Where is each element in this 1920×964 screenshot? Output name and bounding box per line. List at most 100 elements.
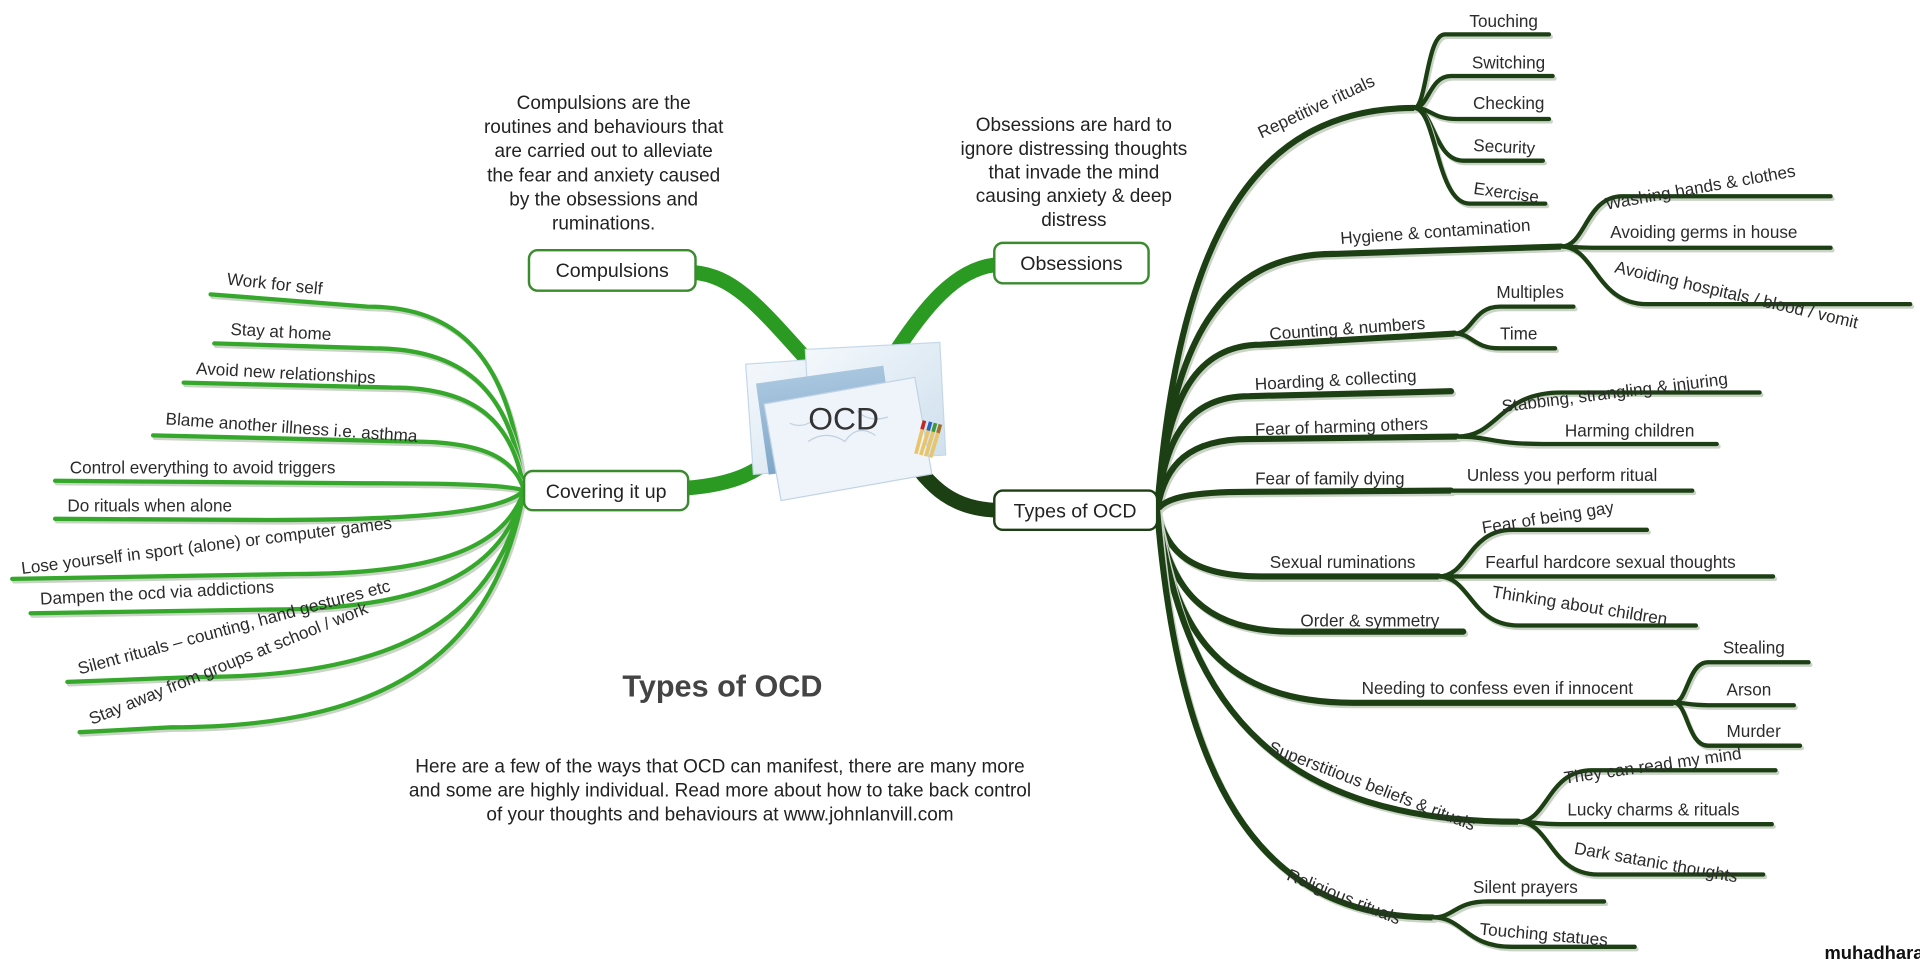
branch-line [1516, 768, 1778, 824]
subtype-avoiding-hospitals-blood-vomit[interactable]: Avoiding hospitals / blood / vomit [1559, 244, 1915, 333]
branch-shadow [1456, 436, 1721, 449]
branch-label: Hygiene & contamination [1340, 215, 1531, 248]
central-topic[interactable]: OCD [745, 341, 947, 502]
subtype-touching-statues[interactable]: Touching statues [1430, 915, 1639, 952]
covering-it-up-topic[interactable]: Covering it up [522, 469, 690, 512]
compulsions-description-line: routines and behaviours that [484, 117, 724, 138]
obsessions-description-line: distress [1041, 210, 1106, 231]
subtype-exercise[interactable]: Exercise [1412, 105, 1550, 209]
subtype-checking[interactable]: Checking [1412, 93, 1553, 124]
footer-text-line: and some are highly individual. Read mor… [409, 781, 1031, 802]
type-fear-of-family-dying[interactable]: Fear of family dying [1154, 468, 1456, 516]
branch-line [1154, 507, 1436, 921]
subtype-avoiding-germs-in-house[interactable]: Avoiding germs in house [1559, 222, 1835, 253]
covering-it-up-label: Covering it up [546, 481, 667, 503]
branch-line [1436, 574, 1699, 628]
branch-line [1516, 819, 1774, 827]
subtype-thinking-about-children[interactable]: Thinking about children [1436, 574, 1700, 631]
branch-label: Stay at home [230, 319, 332, 344]
branch-label: Thinking about children [1491, 581, 1669, 629]
branch-line [1516, 819, 1766, 877]
footer-text-line: of your thoughts and behaviours at www.j… [486, 804, 953, 825]
branch-line [1154, 388, 1455, 514]
branch-label: Time [1500, 324, 1537, 344]
branch-label: Superstitious beliefs & rituals [1266, 737, 1478, 835]
subtype-stealing[interactable]: Stealing [1671, 638, 1813, 708]
type-religious-rituals[interactable]: Religious rituals [1154, 507, 1438, 929]
branch-shadow [54, 490, 529, 525]
branch-label: Dark satanic thoughts [1573, 838, 1740, 887]
type-sexual-ruminations[interactable]: Sexual ruminations [1154, 507, 1444, 582]
branch-label: Security [1473, 135, 1536, 158]
branch-line [150, 433, 527, 493]
obsessions-description-line: ignore distressing thoughts [961, 139, 1188, 160]
branch-label: Silent prayers [1473, 877, 1578, 897]
subtype-harming-children[interactable]: Harming children [1455, 421, 1721, 449]
folder-mindmap-icon [745, 341, 947, 502]
obsessions-label: Obsessions [1020, 253, 1122, 275]
footer-heading: Types of OCD [622, 670, 822, 704]
branch-label: Needing to confess even if innocent [1362, 678, 1634, 698]
branch-label: Lucky charms & rituals [1567, 800, 1739, 820]
branch-label: Washing hands & clothes [1604, 160, 1797, 213]
subtype-unless-you-perform-ritual[interactable]: Unless you perform ritual [1448, 465, 1697, 496]
branch-label: Religious rituals [1284, 865, 1404, 929]
branch-line [52, 478, 527, 493]
subtype-time[interactable]: Time [1452, 324, 1560, 353]
covering-control-everything-to-avoid-triggers[interactable]: Control everything to avoid triggers [52, 457, 529, 496]
branch-line [1154, 433, 1461, 514]
compulsions-description-line: the fear and anxiety caused [487, 165, 720, 186]
branch-label: Control everything to avoid triggers [70, 457, 336, 477]
branch-line [1671, 700, 1797, 708]
branch-label: They can read my mind [1563, 743, 1743, 788]
compulsions-description-line: Compulsions are the [517, 93, 691, 114]
type-fear-of-harming-others[interactable]: Fear of harming others [1154, 413, 1463, 516]
branch-label: Arson [1727, 679, 1772, 699]
branch-line [1455, 390, 1762, 439]
branch-line [1452, 331, 1558, 351]
branch-label: Avoiding hospitals / blood / vomit [1613, 257, 1860, 333]
watermark: muhadharaty.com [1824, 942, 1920, 963]
branch-line [181, 380, 527, 493]
branch-shadow [79, 490, 529, 737]
types-of-ocd-topic[interactable]: Types of OCD [993, 489, 1159, 532]
compulsions-description-line: are carried out to alleviate [495, 141, 713, 162]
compulsions-description-line: ruminations. [552, 213, 655, 234]
obsessions-connector [884, 257, 1002, 366]
subtype-silent-prayers[interactable]: Silent prayers [1430, 877, 1609, 922]
branch-line [1412, 105, 1548, 206]
branch-line [65, 488, 527, 685]
branch-label: Switching [1472, 53, 1545, 73]
branch-line [1559, 244, 1913, 307]
branch-line [1430, 915, 1637, 949]
branch-label: Do rituals when alone [67, 495, 232, 515]
branch-label: Fear of family dying [1255, 468, 1404, 488]
branch-line [28, 488, 527, 616]
branch-line [52, 488, 527, 523]
branch-label: Work for self [226, 269, 324, 299]
obsessions-description-line: causing anxiety & deep [976, 186, 1172, 207]
central-topic-label: OCD [808, 400, 879, 436]
branch-line [10, 488, 527, 582]
subtype-lucky-charms-rituals[interactable]: Lucky charms & rituals [1516, 800, 1776, 829]
branch-line [1154, 487, 1455, 514]
branch-label: Touching [1469, 11, 1538, 31]
compulsions-description-line: by the obsessions and [509, 189, 698, 210]
branch-label: Avoiding germs in house [1610, 222, 1797, 242]
branch-line [1559, 194, 1833, 249]
branch-line [1455, 434, 1719, 447]
compulsions-topic[interactable]: Compulsions [527, 248, 697, 292]
branch-label: Multiples [1496, 282, 1564, 302]
subtype-murder[interactable]: Murder [1671, 700, 1804, 751]
branch-label: Unless you perform ritual [1467, 465, 1657, 485]
branch-label: Murder [1727, 721, 1782, 741]
covering-do-rituals-when-alone[interactable]: Do rituals when alone [52, 488, 529, 525]
branch-label: Stealing [1723, 638, 1785, 658]
pencils-icon [914, 420, 943, 459]
subtype-fearful-hardcore-sexual-thoughts[interactable]: Fearful hardcore sexual thoughts [1436, 552, 1778, 582]
obsessions-topic[interactable]: Obsessions [993, 241, 1150, 285]
branch-label: Harming children [1565, 421, 1694, 441]
branch-label: Checking [1473, 93, 1544, 113]
